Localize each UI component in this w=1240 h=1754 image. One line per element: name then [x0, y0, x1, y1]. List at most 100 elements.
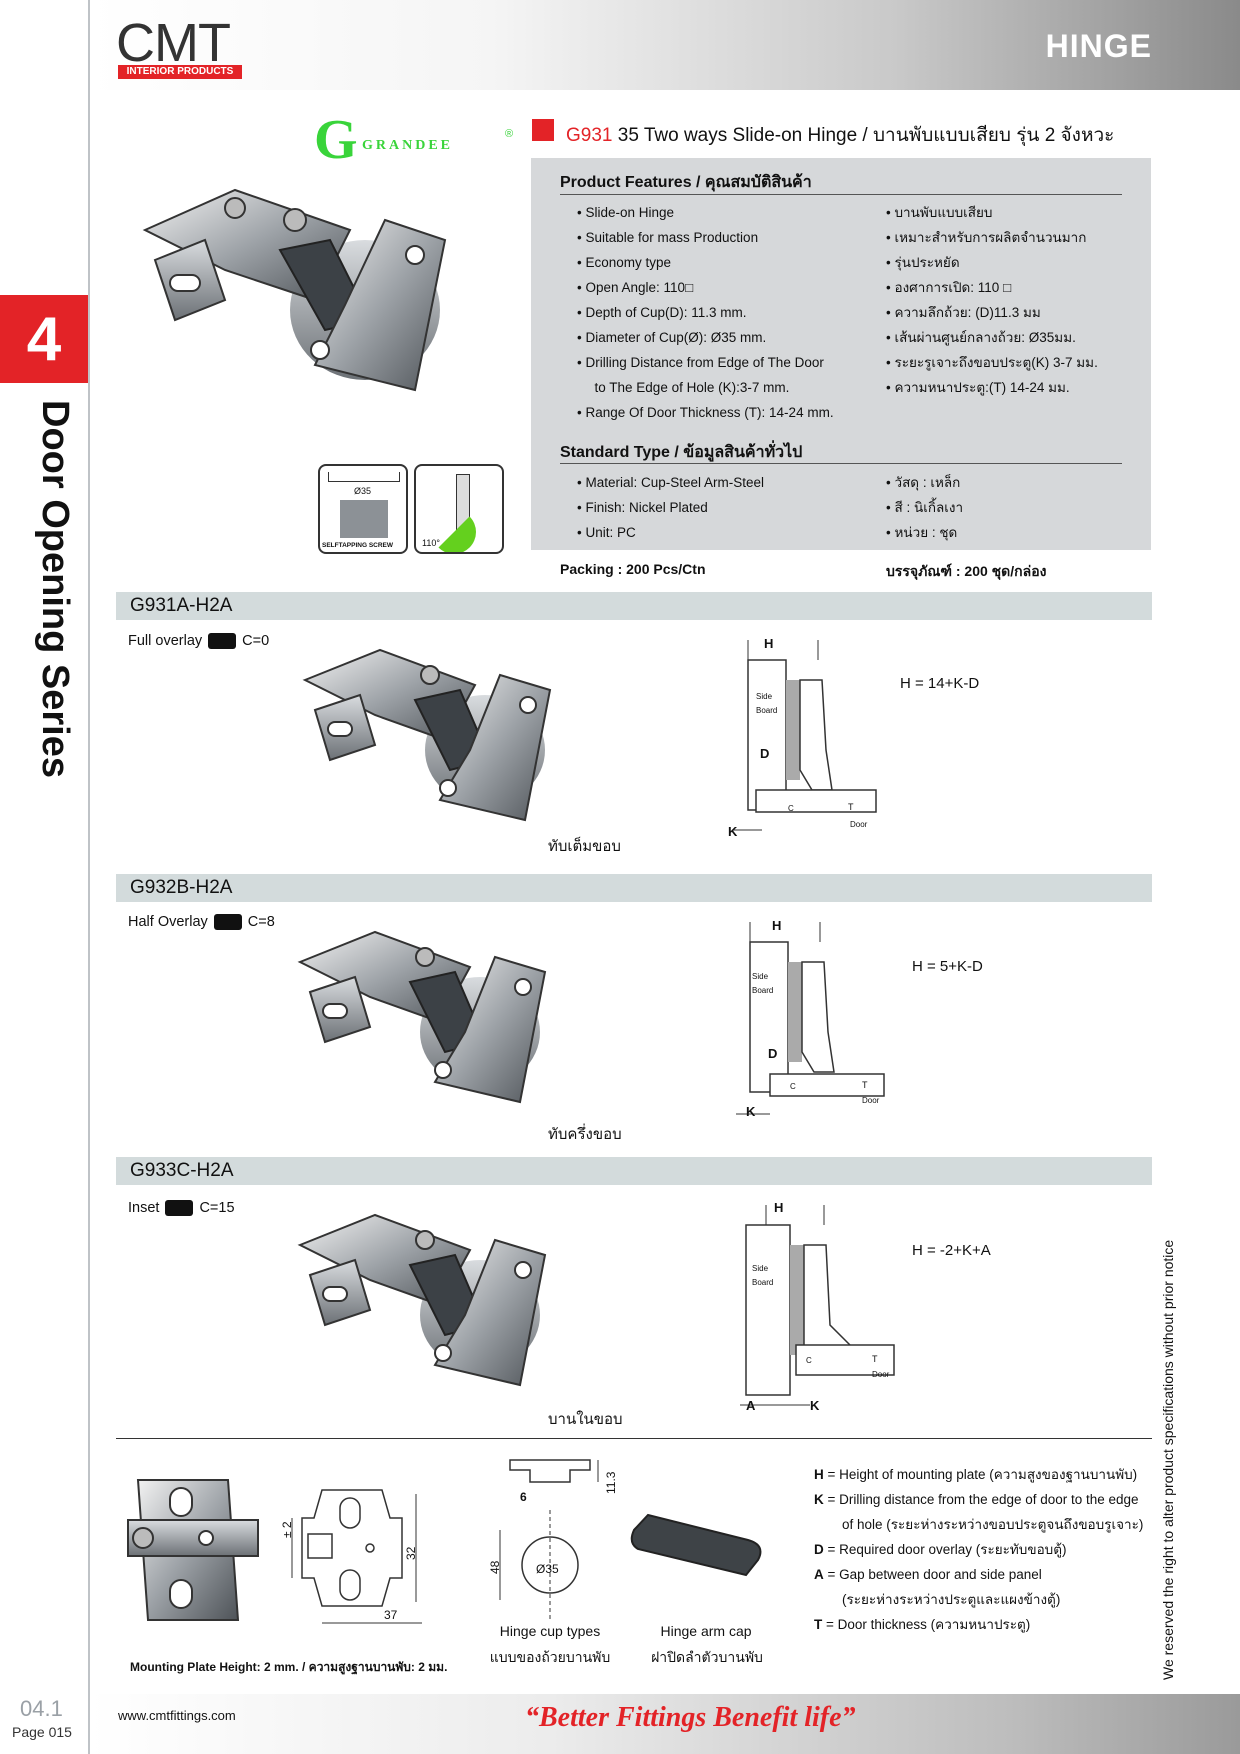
feature-en-item: Economy type [577, 250, 877, 275]
variant-bar: G933C-H2A [116, 1157, 1152, 1185]
feature-en-item: Diameter of Cup(Ø): Ø35 mm. [577, 325, 877, 350]
feature-en-item: Suitable for mass Production [577, 225, 877, 250]
diagram-label-k: K [810, 1398, 820, 1413]
diagram-label-side: Side [756, 692, 773, 701]
legend-item: of hole (ระยะห่างระหว่างขอบประตูจนถึงขอบ… [842, 1517, 1144, 1532]
standard-heading-rule [560, 463, 1122, 464]
standard-en-list: Material: Cup-Steel Arm-Steel Finish: Ni… [577, 470, 877, 545]
footer-url[interactable]: www.cmtfittings.com [118, 1708, 236, 1723]
dim-35: Ø35 [536, 1562, 559, 1576]
mounting-plate-drawing [291, 1489, 422, 1624]
packing-th: บรรจุภัณฑ์ : 200 ชุด/กล่อง [886, 563, 1047, 579]
feature-en-item: Depth of Cup(D): 11.3 mm. [577, 300, 877, 325]
cabinet-diagram-half-overlay [736, 922, 885, 1115]
standard-th-list: วัสดุ : เหล็ก สี : นิเกิ้ลเงา หน่วย : ชุ… [886, 470, 1146, 545]
features-heading-rule [560, 194, 1122, 195]
dim-6: 6 [520, 1490, 527, 1504]
diagram-label-h: H [774, 1200, 784, 1215]
feature-th-item: รุ่นประหยัด [886, 250, 1146, 275]
diagram-label-d: D [768, 1046, 778, 1061]
legend-item: T = Door thickness (ความหนาประตู) [814, 1617, 1031, 1632]
dim-pm2: ± 2 [280, 1521, 294, 1538]
footer-band [90, 1694, 1240, 1754]
diagram-label-door: Door [872, 1370, 890, 1379]
legend-item: K = Drilling distance from the edge of d… [814, 1492, 1139, 1507]
feature-en-item: Range Of Door Thickness (T): 14-24 mm. [577, 400, 877, 425]
hinge-image-half-overlay [297, 930, 547, 1104]
category-title: HINGE [1045, 28, 1152, 64]
diagram-label-board: Board [756, 706, 778, 715]
product-title: G931 35 Two ways Slide-on Hinge / บานพับ… [566, 125, 1115, 146]
overlay-thai-caption: บานในขอบ [548, 1411, 623, 1428]
diagram-label-door: Door [862, 1096, 880, 1105]
feature-th-item: เหมาะสำหรับการผลิตจำนวนมาก [886, 225, 1146, 250]
diagram-label-k: K [746, 1104, 756, 1119]
feature-en-item: Open Angle: 110□ [577, 275, 877, 300]
grandee-logo-initial: G [314, 109, 358, 171]
standard-heading: Standard Type / ข้อมูลสินค้าทั่วไป [560, 444, 803, 461]
feature-th-item: บานพับแบบเสียบ [886, 200, 1146, 225]
diagram-label-t: T [872, 1354, 878, 1364]
diagram-label-a: A [746, 1398, 756, 1413]
standard-en-item: Material: Cup-Steel Arm-Steel [577, 470, 877, 495]
arm-cap-caption-th: ฝาปิดลำตัวบานพับ [651, 1649, 763, 1665]
grandee-logo-text: GRANDEE [362, 138, 454, 153]
features-heading: Product Features / คุณสมบัติสินค้า [560, 174, 812, 191]
packing-en: Packing : 200 Pcs/Ctn [560, 561, 706, 577]
standard-en-item: Unit: PC [577, 520, 877, 545]
opening-angle-icon-box: 110° [414, 464, 504, 554]
diagram-label-board: Board [752, 986, 774, 995]
feature-en-item: to The Edge of Hole (K):3-7 mm. [594, 380, 790, 395]
feature-en-item: Slide-on Hinge [577, 200, 877, 225]
registered-mark: ® [505, 128, 514, 140]
footer-slogan: “Better Fittings Benefit life” [525, 1702, 856, 1733]
diagram-label-k: K [728, 824, 738, 839]
diagram-label-c: C [806, 1356, 812, 1365]
standard-th-item: สี : นิเกิ้ลเงา [886, 495, 1146, 520]
feature-en-item: Drilling Distance from Edge of The Door [577, 350, 877, 375]
cup-caption-th: แบบของถ้วยบานพับ [489, 1649, 611, 1665]
diagram-label-door: Door [850, 820, 868, 829]
feature-th-item: เส้นผ่านศูนย์กลางถ้วย: Ø35มม. [886, 325, 1146, 350]
legend-item: D = Required door overlay (ระยะทับขอบตู้… [814, 1542, 1067, 1557]
diagram-label-side: Side [752, 1264, 769, 1273]
legend-item: H = Height of mounting plate (ความสูงของ… [814, 1467, 1138, 1482]
hinge-arm-cap-image [630, 1513, 762, 1577]
section-divider [116, 1438, 1152, 1439]
half-overlay-icon [213, 914, 242, 931]
legend-item: (ระยะห่างระหว่างประตูและแผงข้างตู้) [842, 1592, 1061, 1607]
dim-37: 37 [384, 1608, 398, 1622]
cmt-logo: CMT [116, 13, 231, 73]
features-en-list: Slide-on Hinge Suitable for mass Product… [577, 200, 877, 425]
dim-32: 32 [404, 1546, 418, 1560]
left-rail-line [88, 0, 90, 1754]
formula-text: H = 14+K-D [900, 675, 980, 692]
arm-cap-caption-en: Hinge arm cap [660, 1623, 752, 1639]
diagram-label-d: D [760, 746, 770, 761]
diagram-label-board: Board [752, 1278, 774, 1287]
formula-text: H = 5+K-D [912, 958, 983, 975]
formula-text: H = -2+K+A [912, 1242, 991, 1259]
standard-en-item: Finish: Nickel Plated [577, 495, 877, 520]
dim-113: 11.3 [604, 1471, 618, 1494]
diagram-label-c: C [790, 1082, 796, 1091]
chapter-number: 4 [0, 295, 88, 383]
title-marker [532, 119, 554, 141]
hinge-cup-drawing [499, 1459, 599, 1620]
variant-bar: G931A-H2A [116, 592, 1152, 620]
cup-screw-icon-box: Ø35 SELFTAPPING SCREW [318, 464, 408, 554]
diagram-label-t: T [862, 1080, 868, 1090]
hinge-image-full-overlay [302, 648, 552, 822]
full-overlay-icon [208, 633, 237, 650]
screw-icon [340, 500, 388, 538]
feature-th-item: องศาการเปิด: 110 □ [886, 275, 1146, 300]
variant-bar: G932B-H2A [116, 874, 1152, 902]
cup-caption-en: Hinge cup types [499, 1623, 601, 1639]
dimension-legend: H = Height of mounting plate (ความสูงของ… [814, 1462, 1160, 1637]
features-th-list: บานพับแบบเสียบ เหมาะสำหรับการผลิตจำนวนมา… [886, 200, 1146, 400]
header-band [90, 0, 1240, 90]
hinge-product-image [142, 188, 447, 392]
feature-th-item: ระยะรูเจาะถึงขอบประตู(K) 3-7 มม. [886, 350, 1146, 375]
